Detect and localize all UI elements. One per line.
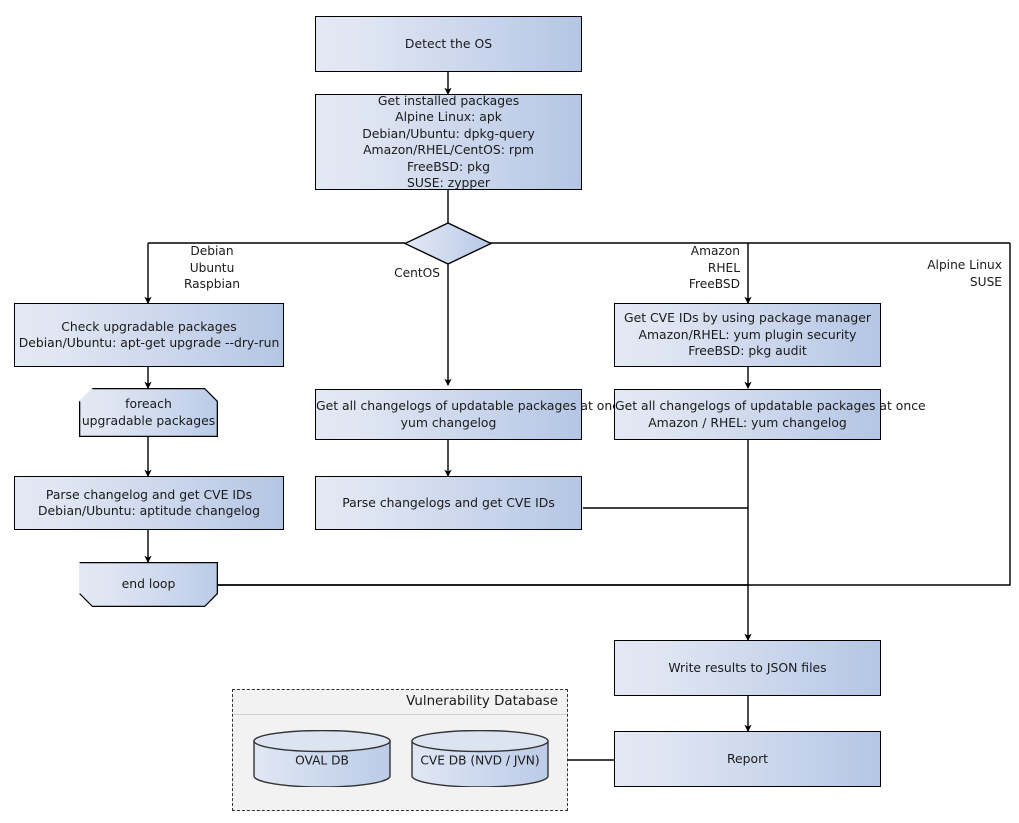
foreach-line2: upgradable packages [81,412,216,428]
get-cve-pkgmgr-line2: Amazon/RHEL: yum plugin security [638,326,857,342]
rhel-changelogs-line2: Amazon / RHEL: yum changelog [648,414,847,430]
centos-changelogs-line1: Get all changelogs of updatable packages… [316,398,627,413]
report-label: Report [726,750,769,766]
branch-label-alpine: Alpine Linux SUSE [865,257,1002,290]
branch-label-debian: Debian Ubuntu Raspbian [157,243,267,293]
get-installed-line4: Amazon/RHEL/CentOS: rpm [363,142,534,157]
branch-debian-line2: Ubuntu [189,260,235,275]
node-detect-os[interactable]: Detect the OS [315,16,582,72]
node-check-upgradable-packages[interactable]: Check upgradable packages Debian/Ubuntu:… [14,303,284,367]
node-centos-get-changelogs[interactable]: Get all changelogs of updatable packages… [315,389,627,440]
node-end-loop[interactable]: end loop [79,562,218,607]
node-report[interactable]: Report [614,731,881,787]
branch-alpine-line2: SUSE [969,274,1002,289]
get-installed-line5: FreeBSD: pkg [406,158,490,174]
database-cve-label: CVE DB (NVD / JVN) [420,752,540,767]
node-rhel-get-changelogs[interactable]: Get all changelogs of updatable packages… [614,389,926,440]
group-header-divider [233,714,567,715]
branch-amazon-line3: FreeBSD [688,277,740,291]
node-parse-changelog[interactable]: Parse changelog and get CVE IDs Debian/U… [14,476,284,530]
get-installed-line1: Get installed packages [377,92,520,108]
vulnerability-database-title: Vulnerability Database [406,694,558,709]
node-os-decision[interactable] [403,222,493,265]
write-json-label: Write results to JSON files [668,659,827,675]
vulnerability-database-group: Vulnerability Database OVAL DB [232,689,568,811]
branch-debian-line1: Debian [190,244,234,258]
get-cve-pkgmgr-line1: Get CVE IDs by using package manager [624,310,871,326]
node-write-results-json[interactable]: Write results to JSON files [614,640,881,696]
parse-changelog-line2: Debian/Ubuntu: aptitude changelog [38,503,260,518]
get-cve-pkgmgr-line3: FreeBSD: pkg audit [688,343,807,359]
get-installed-line2: Alpine Linux: apk [395,109,502,124]
check-upgradable-line1: Check upgradable packages [61,318,237,334]
end-loop-label: end loop [121,576,176,592]
node-get-installed-packages[interactable]: Get installed packages Alpine Linux: apk… [315,92,582,190]
branch-centos-line1: CentOS [394,266,440,280]
node-get-cve-ids-package-manager[interactable]: Get CVE IDs by using package manager Ama… [614,303,881,367]
branch-alpine-line1: Alpine Linux [927,258,1002,272]
database-cve[interactable]: CVE DB (NVD / JVN) [411,729,549,788]
database-oval[interactable]: OVAL DB [253,729,391,788]
node-parse-changelogs[interactable]: Parse changelogs and get CVE IDs [315,476,582,530]
foreach-line1: foreach [125,396,172,411]
node-detect-os-label: Detect the OS [404,35,493,51]
branch-label-centos: CentOS [330,265,440,282]
parse-changelogs-label: Parse changelogs and get CVE IDs [342,494,555,510]
branch-debian-line3: Raspbian [183,277,241,291]
get-installed-line6: SUSE: zypper [406,175,491,190]
get-installed-line3: Debian/Ubuntu: dpkg-query [362,125,535,141]
branch-amazon-line2: RHEL [707,260,740,275]
database-oval-label: OVAL DB [295,752,349,767]
check-upgradable-line2: Debian/Ubuntu: apt-get upgrade --dry-run [18,335,280,350]
branch-amazon-line1: Amazon [690,244,740,258]
parse-changelog-line1: Parse changelog and get CVE IDs [45,486,253,502]
centos-changelogs-line2: yum changelog [400,414,497,430]
branch-label-amazon: Amazon RHEL FreeBSD [630,243,740,293]
node-foreach-loop-start[interactable]: foreach upgradable packages [79,388,218,437]
rhel-changelogs-line1: Get all changelogs of updatable packages… [615,398,926,413]
